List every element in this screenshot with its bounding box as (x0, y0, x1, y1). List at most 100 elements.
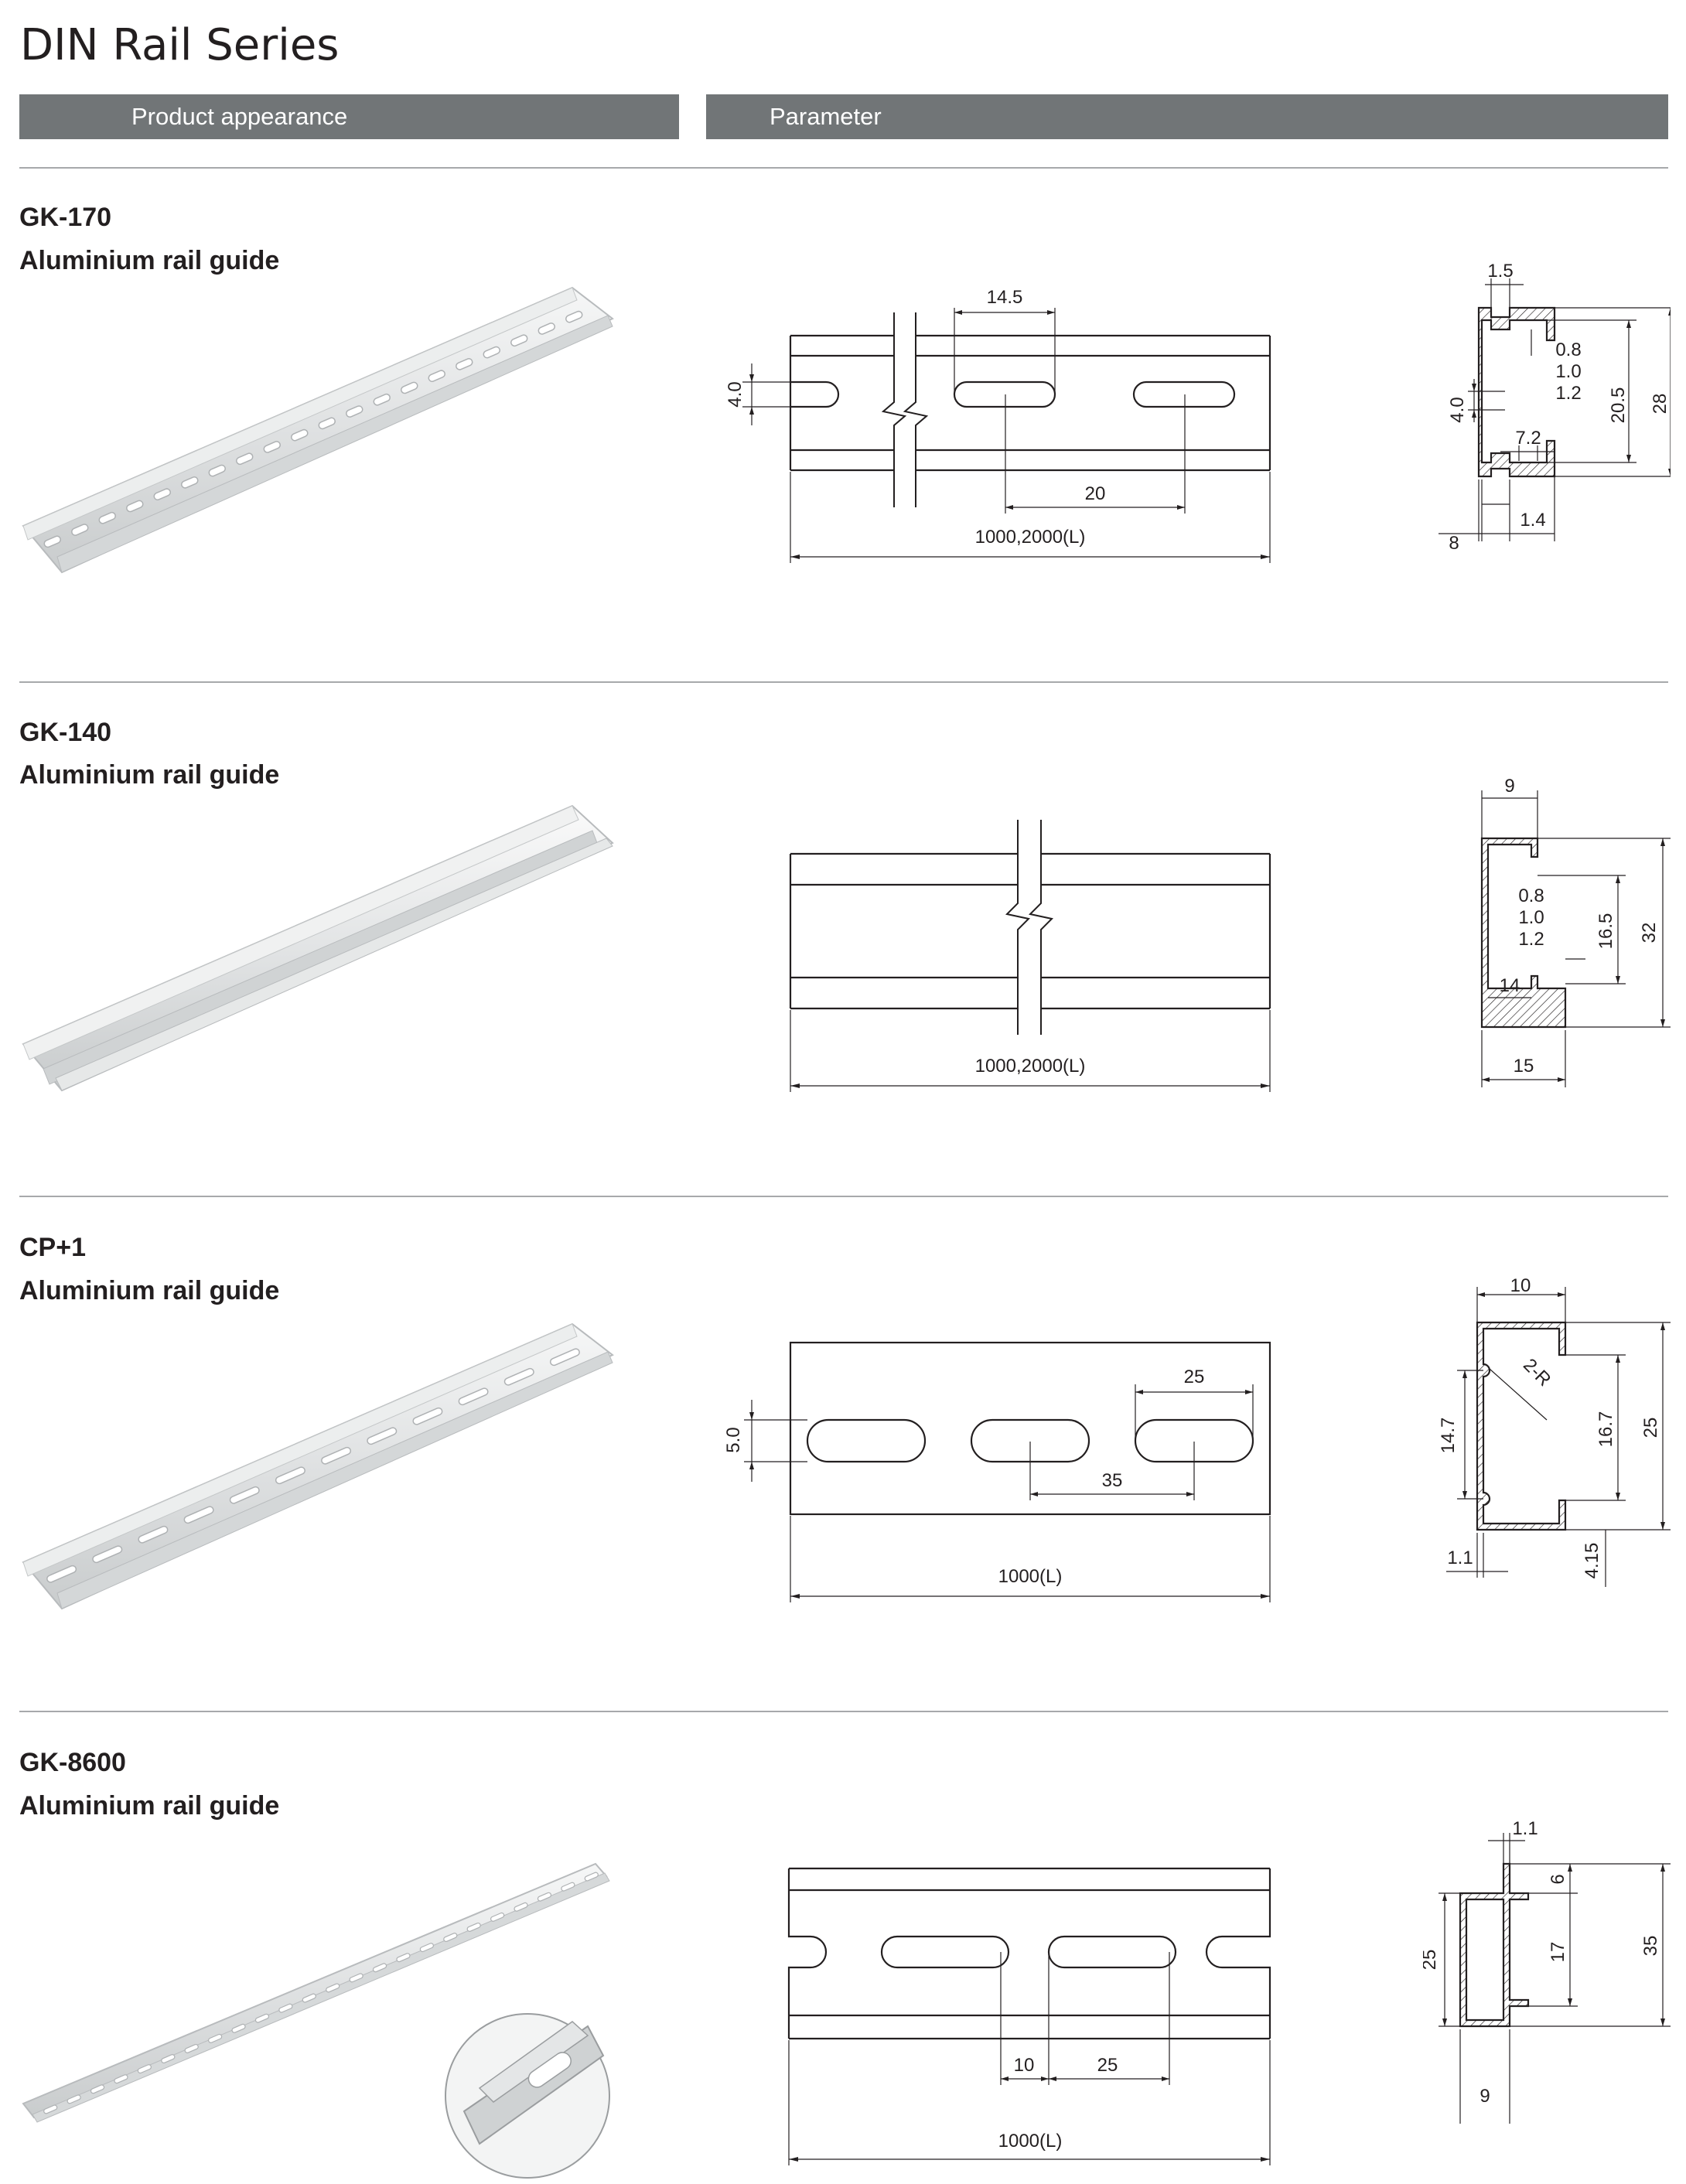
dim-height: 28 (1650, 394, 1671, 415)
rail-slot (318, 417, 336, 430)
rail-slot (126, 500, 144, 513)
dim-slot-length: 25 (1184, 1367, 1205, 1387)
rail-slot (137, 2064, 152, 2074)
dim-height: 32 (1639, 923, 1660, 944)
product-code: GK-140 (19, 718, 112, 747)
header-parameter-label: Parameter (770, 103, 882, 130)
dim-wall: 1.1 (1512, 1818, 1538, 1839)
product-photo-gk140 (22, 804, 614, 1092)
dim-thickness-1: 0.8 (1555, 340, 1581, 360)
product-description: Aluminium rail guide (19, 1276, 280, 1305)
header-product-appearance: Product appearance (19, 94, 679, 139)
front-drawing-gk170: 14.5 20 1000,2000(L) 4.0 (725, 287, 1271, 563)
front-drawing-gk8600: 10 25 1000(L) (787, 1867, 1271, 2165)
rail-slot (349, 1973, 363, 1983)
rail-slot (537, 1892, 552, 1902)
dim-thickness-3: 1.2 (1518, 929, 1544, 950)
rail-slot (236, 452, 254, 466)
dim-lip: 14 (1500, 975, 1520, 996)
dim-slot: 4.0 (1447, 397, 1468, 422)
rail-slot (183, 1506, 214, 1524)
rail-slot (326, 1983, 340, 1993)
rail-slot (373, 393, 391, 406)
front-drawing-cp1: 25 35 1000(L) 5.0 (723, 1341, 1271, 1602)
rail-slot (138, 1525, 169, 1544)
rail-slot (229, 1486, 260, 1504)
dim-slot-width: 4.0 (725, 381, 746, 407)
dim-height: 25 (1640, 1418, 1661, 1438)
rail-slot (503, 1367, 534, 1386)
dim-height: 35 (1640, 1936, 1661, 1957)
dim-wall: 1.1 (1447, 1548, 1473, 1568)
rail-slot (181, 476, 199, 489)
section-drawing-gk170: 1.5 0.8 1.0 1.2 20.5 28 4.0 7.2 8 1.4 (1439, 261, 1671, 554)
dim-lip: 4.15 (1582, 1543, 1602, 1579)
dim-length: 1000(L) (998, 1566, 1063, 1587)
dim-slot-pitch: 20 (1085, 483, 1106, 504)
product-description: Aluminium rail guide (19, 760, 280, 790)
dim-thickness-2: 1.0 (1518, 907, 1544, 928)
rail-slot (208, 464, 226, 477)
dim-length: 1000(L) (998, 2131, 1063, 2152)
section-drawing-gk8600: 1.1 6 17 35 25 9 (1423, 1818, 1671, 2124)
rail-slot (510, 334, 528, 347)
dim-lip: 7.2 (1515, 428, 1541, 449)
dim-left: 25 (1423, 1950, 1440, 1971)
product-photo-cp1 (22, 1322, 614, 1610)
dim-inner: 16.5 (1596, 913, 1616, 950)
rail-slot (401, 381, 418, 394)
rail-slot (46, 1565, 77, 1583)
rail-slot (584, 1872, 599, 1882)
rail-slot (43, 535, 61, 548)
rail-slot (367, 1427, 398, 1445)
dim-gap: 10 (1014, 2055, 1035, 2076)
dim-top: 10 (1510, 1275, 1531, 1296)
dim-slot-width: 5.0 (723, 1427, 744, 1452)
rail-slot (412, 1407, 443, 1425)
dim-thickness-1: 0.8 (1518, 886, 1544, 906)
rail-slot (184, 2043, 199, 2053)
rail-slot (302, 1993, 316, 2003)
rail-slot (458, 1387, 489, 1406)
rail-slot (67, 2094, 81, 2104)
rail-slot (514, 1902, 528, 1912)
rail-slot (208, 2033, 223, 2043)
dim-radius: 2-R (1519, 1354, 1555, 1390)
dim-inner: 20.5 (1608, 387, 1629, 424)
dim-slot-length: 25 (1097, 2055, 1118, 2076)
dim-top: 1.5 (1487, 261, 1513, 282)
product-code: GK-170 (19, 203, 112, 232)
rail-slot (372, 1963, 387, 1973)
rail-slot (92, 1545, 123, 1564)
section-drawing-gk140: 9 0.8 1.0 1.2 16.5 32 14 15 (1480, 776, 1671, 1087)
dim-length: 1000,2000(L) (975, 527, 1086, 548)
rail-slot (396, 1953, 411, 1963)
rail-slot (71, 524, 89, 536)
rail-slot (291, 428, 309, 442)
dim-slot-length: 14.5 (987, 287, 1023, 308)
rail-slot (98, 511, 116, 524)
dim-width: 15 (1514, 1056, 1534, 1077)
section-divider (19, 1196, 1668, 1197)
product-description: Aluminium rail guide (19, 246, 280, 275)
page-title: DIN Rail Series (20, 20, 340, 70)
product-photo-gk170 (22, 286, 614, 574)
dim-length: 1000,2000(L) (975, 1056, 1086, 1077)
rail-slot (275, 1466, 305, 1485)
section-drawing-cp1: 10 2-R 14.7 16.7 25 1.1 4.15 (1438, 1275, 1671, 1587)
dim-top: 9 (1504, 776, 1514, 797)
product-code: GK-8600 (19, 1748, 126, 1777)
dim-inner: 16.7 (1596, 1411, 1616, 1448)
rail-slot (565, 310, 583, 323)
product-description: Aluminium rail guide (19, 1791, 280, 1821)
rail-slot (161, 2054, 176, 2064)
rail-slot (419, 1943, 434, 1953)
dim-thickness-2: 1.0 (1555, 361, 1581, 382)
dim-inner: 17 (1548, 1942, 1568, 1963)
dim-depth: 9 (1480, 2086, 1490, 2107)
rail-slot (263, 441, 281, 453)
rail-slot (483, 346, 500, 359)
dim-slot-pitch: 35 (1102, 1470, 1123, 1491)
section-divider (19, 167, 1668, 169)
header-appearance-label: Product appearance (131, 103, 348, 130)
